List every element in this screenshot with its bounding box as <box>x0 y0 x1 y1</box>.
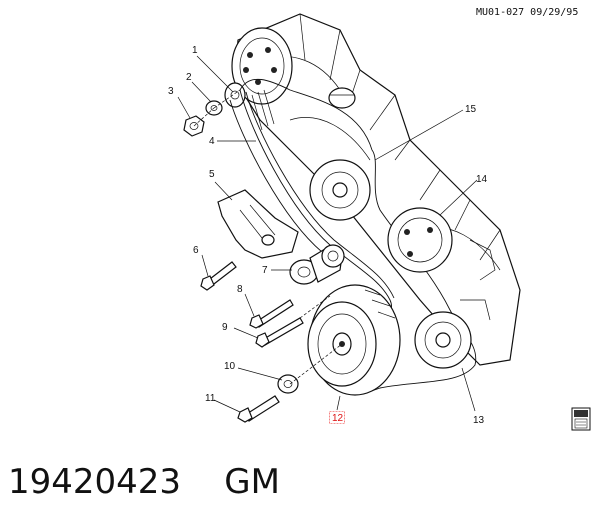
callout-14: 14 <box>476 174 488 185</box>
bolt <box>200 261 237 291</box>
callout-7: 7 <box>262 265 268 276</box>
callout-8: 8 <box>237 284 243 295</box>
water-pump-pulley <box>387 207 453 273</box>
part-footer: 19420423 GM <box>8 462 280 502</box>
callout-12: 12 <box>332 413 344 424</box>
bracket <box>217 189 299 259</box>
upper-idler-pulley <box>309 159 371 221</box>
part-number: 19420423 <box>8 462 182 502</box>
callout-1: 1 <box>192 45 198 56</box>
callout-13: 13 <box>473 415 485 426</box>
callout-3: 3 <box>168 86 174 97</box>
callout-9: 9 <box>222 322 228 333</box>
callout-15: 15 <box>465 104 477 115</box>
brand-name: GM <box>224 462 280 502</box>
bolt <box>237 395 280 423</box>
power-steering-pulley <box>414 311 472 369</box>
callout-6: 6 <box>193 245 199 256</box>
crankshaft-pulley <box>307 284 401 396</box>
info-page-icon[interactable] <box>571 407 591 431</box>
tensioner <box>289 244 345 285</box>
callout-11: 11 <box>205 393 216 404</box>
axis-lines <box>193 89 343 385</box>
leader-lines <box>177 55 478 413</box>
bolt <box>255 317 304 348</box>
callout-5: 5 <box>209 169 215 180</box>
bolt <box>249 299 294 329</box>
alternator-pulley <box>224 27 293 108</box>
diagram-code: MU01-027 09/29/95 <box>476 7 578 18</box>
washer <box>277 374 299 394</box>
callout-10: 10 <box>224 361 236 372</box>
callout-4: 4 <box>209 136 215 147</box>
engine-block <box>234 13 521 366</box>
serpentine-belt <box>229 78 477 393</box>
callout-12-highlight <box>329 411 345 424</box>
callout-2: 2 <box>186 72 192 83</box>
reservoir-cap <box>328 87 356 109</box>
